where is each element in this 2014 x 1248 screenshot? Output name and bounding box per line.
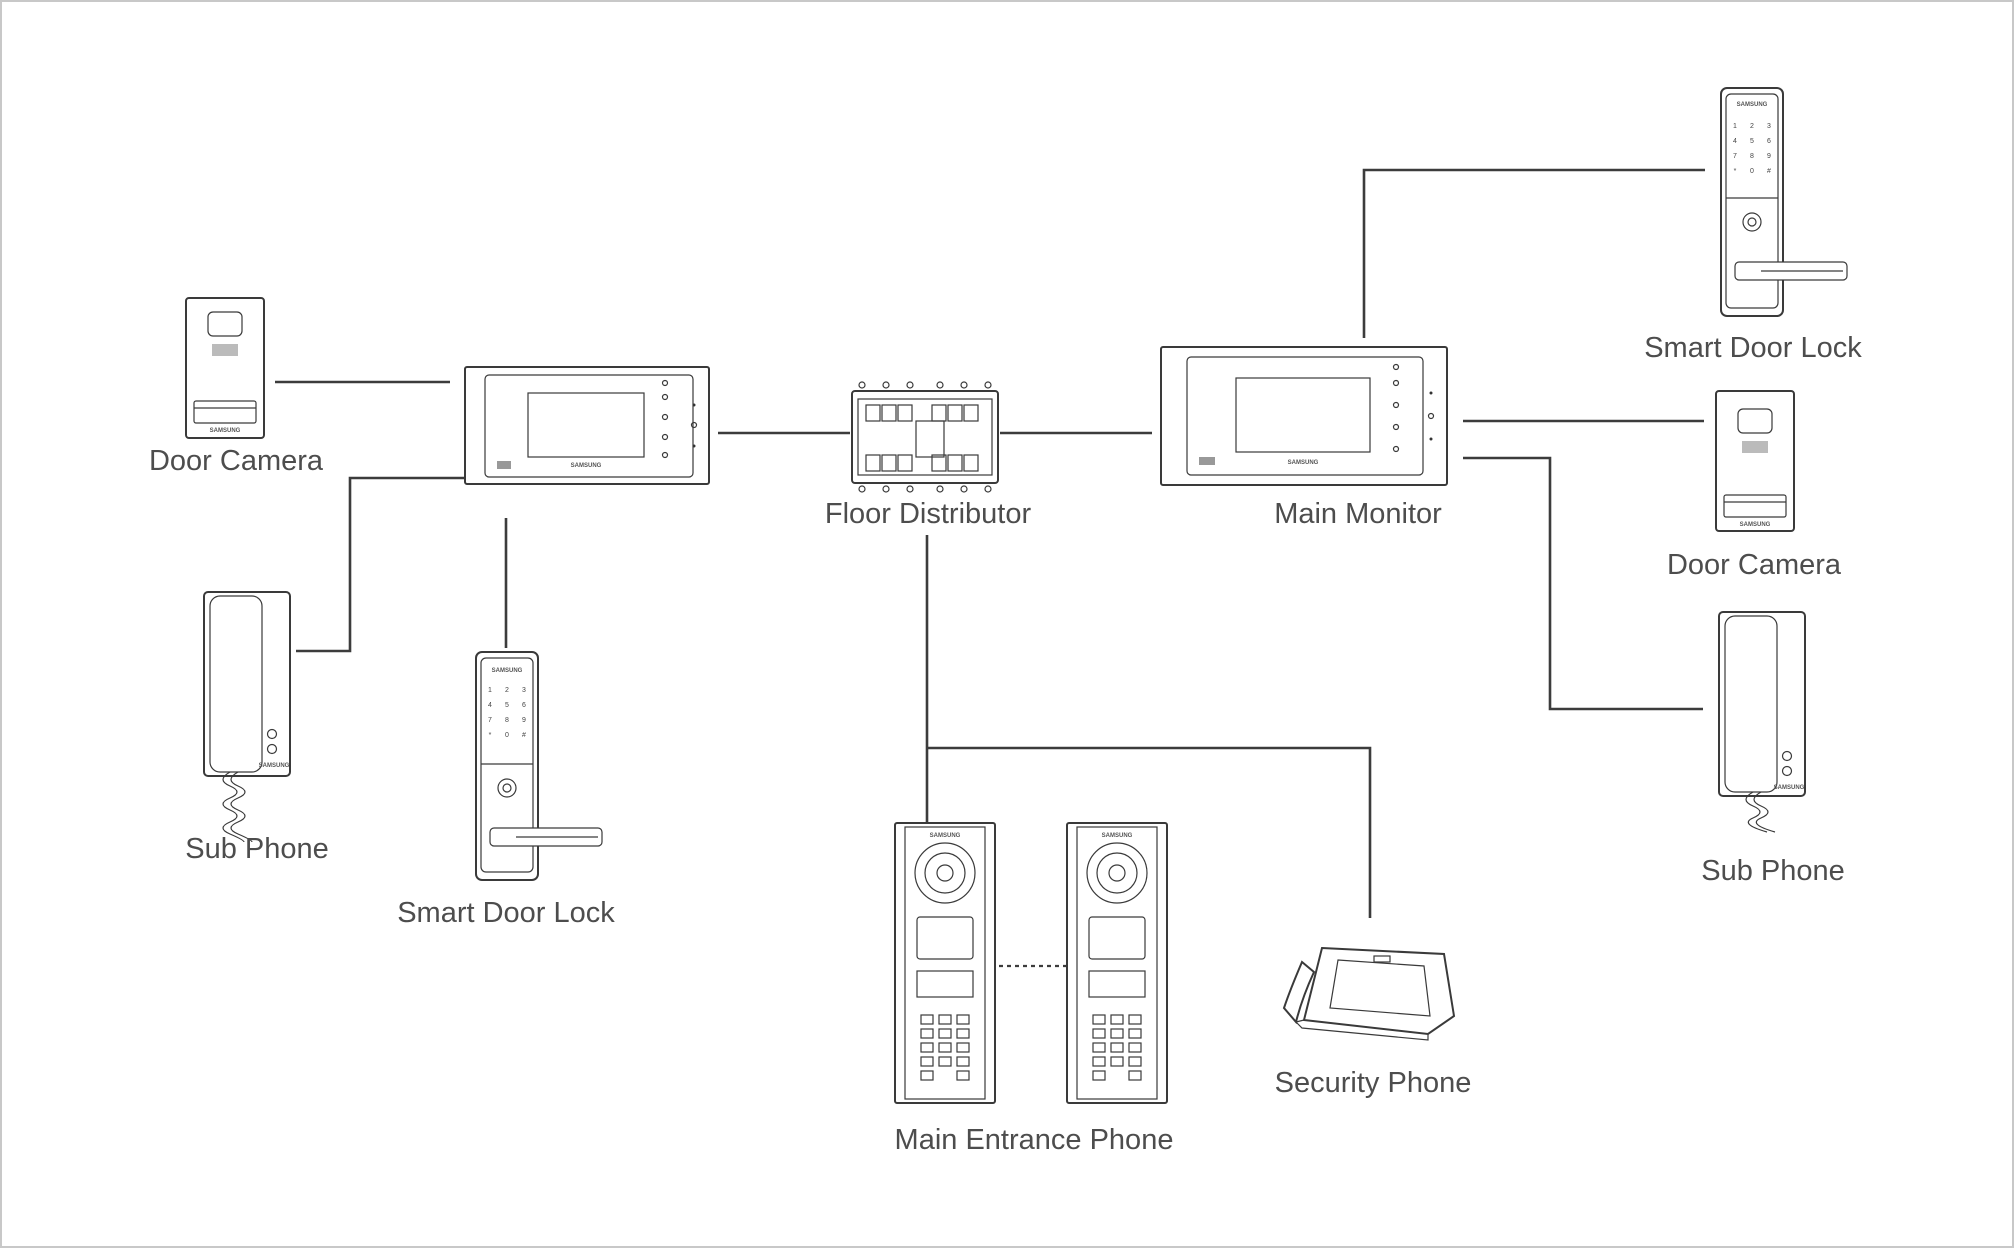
keypad-key: 6 (1767, 138, 1771, 145)
line-sub-phone-to-monitor (296, 476, 465, 653)
keypad-key: 4 (488, 702, 492, 709)
brand-logo-text: SAMSUNG (492, 668, 523, 674)
security-phone (1282, 946, 1456, 1041)
label-security-phone: Security Phone (1275, 1067, 1472, 1099)
label-main-entrance-phone: Main Entrance Phone (895, 1124, 1174, 1156)
video-monitor-left: SAMSUNG (464, 366, 710, 485)
brand-logo-text: SAMSUNG (1740, 522, 1771, 528)
smart-door-lock-left: SAMSUNG 1 2 3 4 5 6 7 8 9 * 0 # (475, 651, 603, 881)
brand-logo-text: SAMSUNG (1288, 460, 1319, 466)
label-main-monitor: Main Monitor (1274, 498, 1442, 530)
label-sub-phone-right: Sub Phone (1701, 855, 1845, 887)
label-door-camera-left: Door Camera (149, 445, 324, 477)
label-door-camera-right: Door Camera (1667, 549, 1842, 581)
brand-logo-text: SAMSUNG (1774, 785, 1805, 791)
keypad-key: 3 (1767, 123, 1771, 130)
entrance-keypad-1 (920, 1014, 970, 1081)
label-smart-door-lock-right: Smart Door Lock (1644, 332, 1862, 364)
keypad-key: 9 (522, 717, 526, 724)
door-camera-right: SAMSUNG (1715, 390, 1795, 532)
brand-logo-text: SAMSUNG (259, 763, 290, 769)
keypad-key: 7 (1733, 153, 1737, 160)
keypad-key: * (489, 732, 492, 739)
keypad-key: 0 (505, 732, 509, 739)
brand-logo-text: SAMSUNG (210, 428, 241, 434)
brand-logo-text: SAMSUNG (571, 463, 602, 469)
line-main-monitor-to-sub-phone (1463, 456, 1703, 711)
line-distributor-to-security-phone (927, 746, 1372, 918)
connection-lines (275, 168, 1705, 968)
label-floor-distributor: Floor Distributor (825, 498, 1032, 530)
keypad-key: 0 (1750, 168, 1754, 175)
line-main-monitor-to-lock (1362, 168, 1705, 338)
brand-logo-text: SAMSUNG (930, 833, 961, 839)
sub-phone-left: SAMSUNG (203, 591, 291, 843)
device-labels: Door Camera Sub Phone Smart Door Lock Fl… (149, 332, 1862, 1156)
keypad-key: # (522, 732, 526, 739)
keypad-key: 7 (488, 717, 492, 724)
keypad-key: 8 (505, 717, 509, 724)
keypad-key: 9 (1767, 153, 1771, 160)
keypad-key: 5 (1750, 138, 1754, 145)
brand-logo-text: SAMSUNG (1102, 833, 1133, 839)
keypad-key: # (1767, 168, 1771, 175)
door-camera-left: SAMSUNG (185, 297, 265, 439)
main-entrance-phone-2: SAMSUNG (1066, 822, 1168, 1104)
keypad-key: 2 (1750, 123, 1754, 130)
keypad-key: 2 (505, 687, 509, 694)
label-sub-phone-left: Sub Phone (185, 833, 329, 865)
smart-door-lock-right: SAMSUNG 1 2 3 4 5 6 7 8 9 * 0 # (1720, 87, 1848, 317)
main-entrance-phone-1: SAMSUNG (894, 822, 996, 1104)
keypad-key: 6 (522, 702, 526, 709)
keypad-key: * (1734, 168, 1737, 175)
keypad-key: 3 (522, 687, 526, 694)
keypad-key: 4 (1733, 138, 1737, 145)
floor-distributor (851, 381, 999, 493)
keypad-key: 8 (1750, 153, 1754, 160)
sub-phone-right: SAMSUNG (1718, 611, 1806, 833)
keypad-key: 5 (505, 702, 509, 709)
main-monitor-device: SAMSUNG (1160, 346, 1448, 486)
keypad-key: 1 (488, 687, 492, 694)
brand-logo-text: SAMSUNG (1737, 102, 1768, 108)
label-smart-door-lock-left: Smart Door Lock (397, 897, 615, 929)
entrance-keypad-2 (1092, 1014, 1142, 1081)
keypad-key: 1 (1733, 123, 1737, 130)
